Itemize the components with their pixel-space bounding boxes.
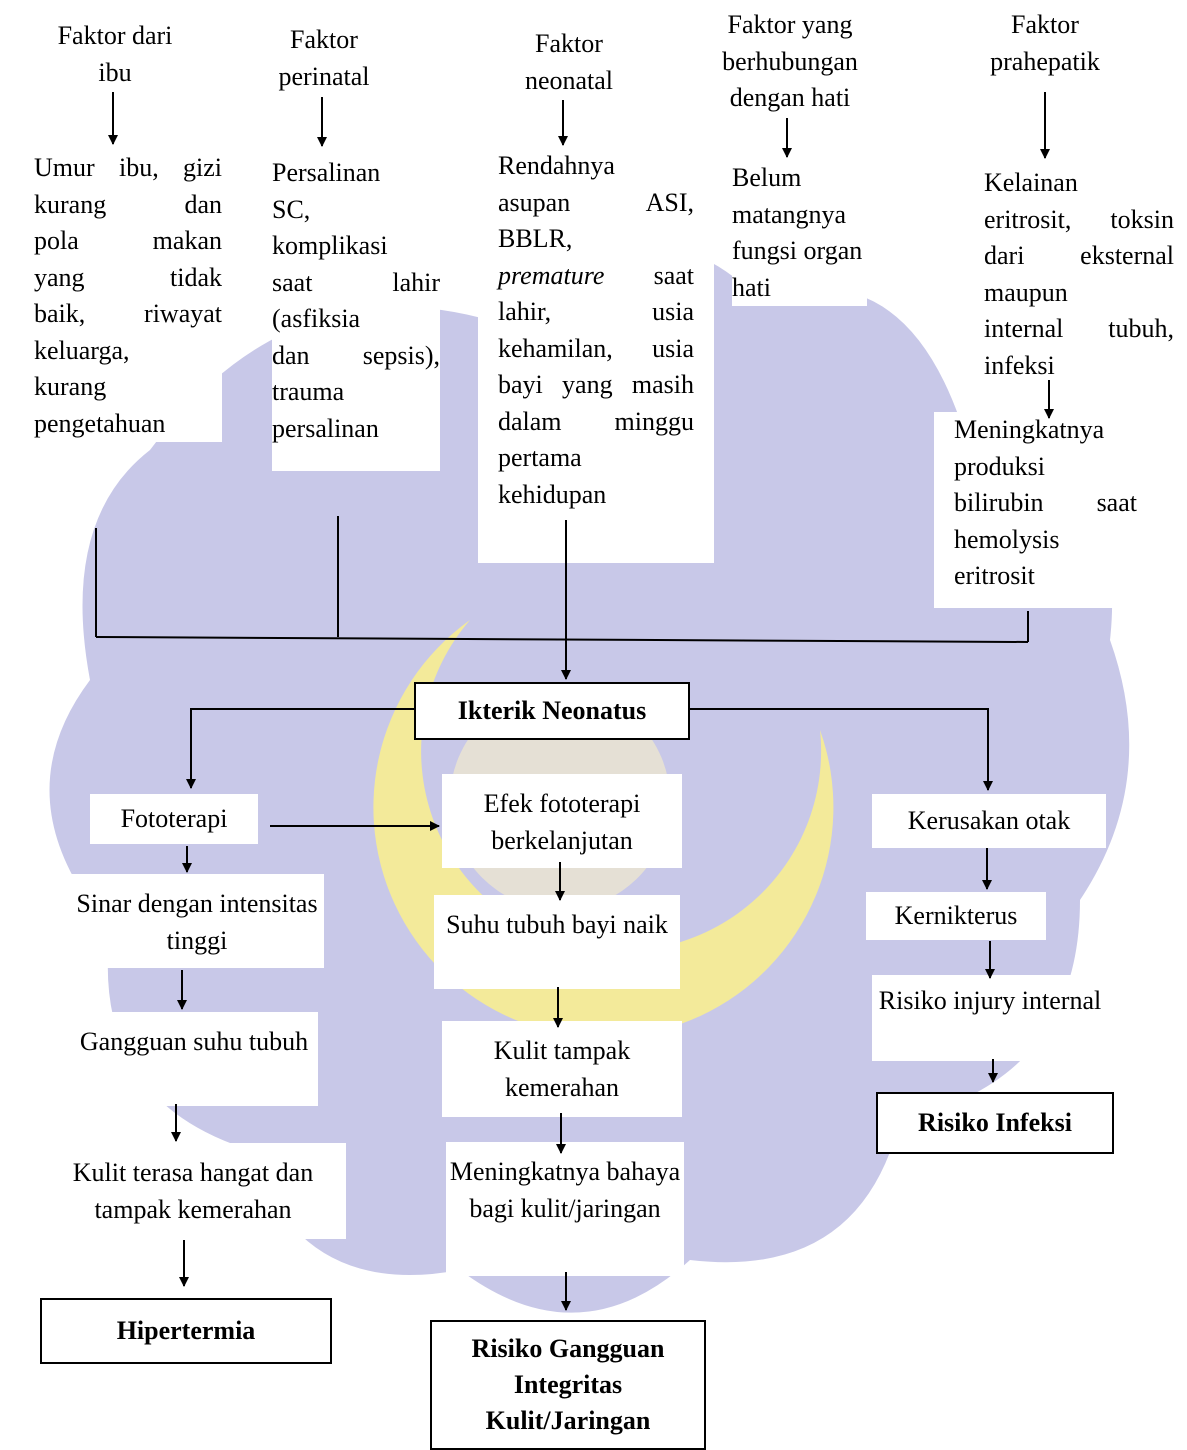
left-step-kulit-hangat: Kulit terasa hangat dan tampak kemerahan [40, 1143, 346, 1239]
middle-step-kulit-kemerahan: Kulit tampak kemerahan [442, 1021, 682, 1117]
factor-ibu-title: Faktor dari ibu [40, 18, 190, 91]
diagnosis-integritas-label: Risiko Gangguan Integritas Kulit/Jaringa… [471, 1334, 665, 1435]
factor-neonatal-title: Faktor neonatal [505, 26, 633, 99]
diagnosis-risiko-infeksi-box: Risiko Infeksi [876, 1092, 1114, 1154]
factor-prahepatik-title: Faktor prahepatik [970, 7, 1120, 80]
diagnosis-hipertermia-label: Hipertermia [116, 1316, 256, 1345]
right-step-kerusakan-otak: Kerusakan otak [872, 794, 1106, 848]
ikterik-neonatus-label: Ikterik Neonatus [457, 696, 647, 725]
left-step-sinar: Sinar dengan intensitas tinggi [70, 874, 324, 968]
left-step-fototerapi: Fototerapi [90, 794, 258, 844]
factor-hati-title: Faktor yang berhubungan dengan hati [705, 7, 875, 117]
ikterik-neonatus-box: Ikterik Neonatus [414, 682, 690, 740]
diagnosis-hipertermia-box: Hipertermia [40, 1298, 332, 1364]
middle-step-bahaya-kulit: Meningkatnya bahaya bagi kulit/jaringan [446, 1142, 684, 1276]
right-step-kernikterus: Kernikterus [866, 892, 1046, 940]
diagnosis-risiko-infeksi-label: Risiko Infeksi [918, 1108, 1072, 1137]
factor-hati-detail: Belum matangnya fungsi organ hati [732, 160, 867, 306]
factor-perinatal-title: Faktor perinatal [268, 22, 380, 95]
middle-step-suhu-naik: Suhu tubuh bayi naik [434, 895, 680, 989]
left-step-gangguan-suhu: Gangguan suhu tubuh [70, 1012, 318, 1106]
right-step-risiko-injury: Risiko injury internal [872, 975, 1108, 1061]
middle-step-efek-fototerapi: Efek fototerapi berkelanjutan [442, 774, 682, 868]
diagnosis-integritas-box: Risiko Gangguan Integritas Kulit/Jaringa… [430, 1320, 706, 1450]
